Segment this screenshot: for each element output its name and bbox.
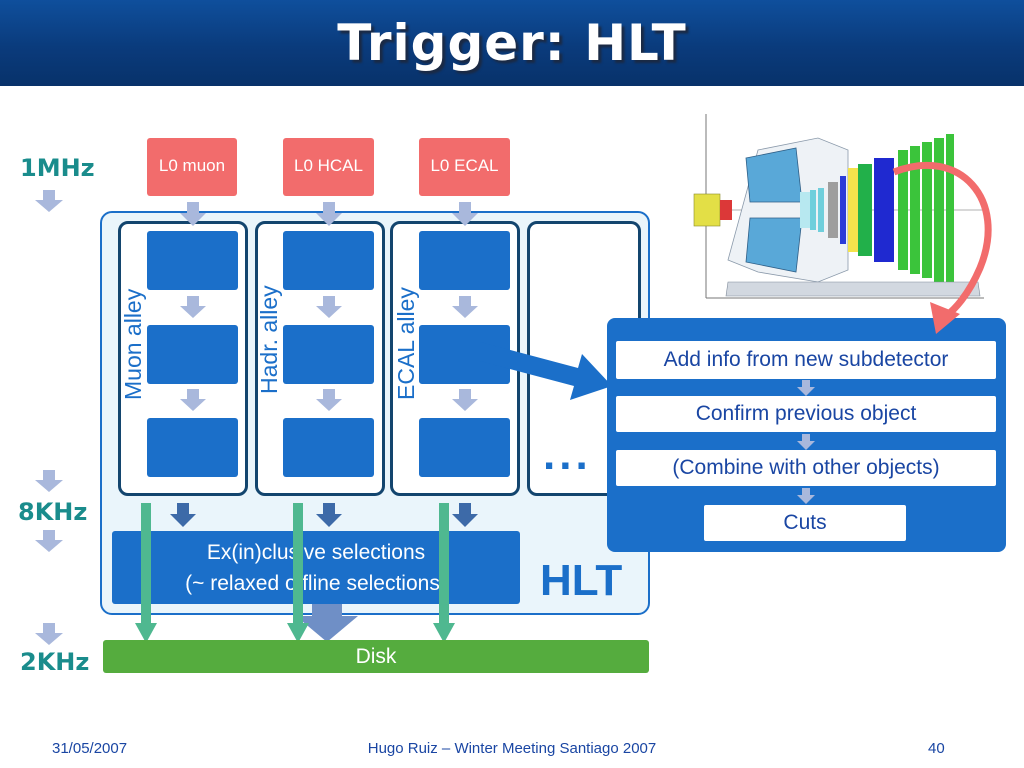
muon-alley-label: Muon alley <box>120 288 146 400</box>
l0-muon-box: L0 muon <box>147 138 237 196</box>
arrow-down-icon <box>316 389 342 411</box>
stream-arrow-hadron <box>287 503 309 643</box>
arrow-down-icon <box>180 296 206 318</box>
stream-arrow-muon <box>135 503 157 643</box>
footer-page-number: 40 <box>928 740 945 757</box>
arrow-down-icon <box>452 389 478 411</box>
ecal-step-1 <box>419 231 510 290</box>
info-step-combine: (Combine with other objects) <box>616 450 996 486</box>
footer-date: 31/05/2007 <box>52 740 128 757</box>
arrow-down-icon <box>316 503 342 527</box>
arrow-right-icon <box>480 342 612 400</box>
muon-step-2 <box>147 325 238 384</box>
arrow-down-icon <box>170 503 196 527</box>
l0-ecal-box: L0 ECAL <box>419 138 510 196</box>
curved-arrow-icon <box>892 161 992 334</box>
arrow-down-icon <box>316 202 342 226</box>
info-step-add-info: Add info from new subdetector <box>616 341 996 379</box>
disk-bar: Disk <box>103 640 649 673</box>
arrow-down-icon <box>35 623 63 645</box>
info-step-cuts: Cuts <box>704 505 906 541</box>
rate-label-2khz: 2KHz <box>20 648 90 676</box>
arrow-down-icon <box>180 202 206 226</box>
arrow-down-icon <box>35 190 63 212</box>
title-bar <box>0 0 1024 86</box>
lhcb-detector-drawing <box>688 110 988 306</box>
arrow-down-icon <box>797 434 815 450</box>
rate-label-8khz: 8KHz <box>18 498 88 526</box>
muon-step-3 <box>147 418 238 477</box>
more-alleys-ellipsis: ... <box>543 430 592 479</box>
ecal-alley-label: ECAL alley <box>393 287 419 400</box>
arrow-down-icon <box>452 296 478 318</box>
arrow-down-icon <box>35 530 63 552</box>
hadron-step-3 <box>283 418 374 477</box>
inclusive-selections-box: Ex(in)clusive selections (~ relaxed offl… <box>112 531 520 604</box>
arrow-down-icon <box>797 488 815 504</box>
arrow-down-icon <box>797 380 815 396</box>
hadron-step-1 <box>283 231 374 290</box>
stream-arrow-ecal <box>433 503 455 643</box>
arrow-down-icon <box>180 389 206 411</box>
info-step-confirm: Confirm previous object <box>616 396 996 432</box>
selections-line-1: Ex(in)clusive selections <box>206 541 426 564</box>
hadron-step-2 <box>283 325 374 384</box>
arrow-down-icon <box>452 202 478 226</box>
footer-author: Hugo Ruiz – Winter Meeting Santiago 2007 <box>367 740 657 757</box>
selections-line-2: (~ relaxed offline selections) <box>185 572 447 595</box>
rate-label-1mhz: 1MHz <box>20 154 95 182</box>
arrow-down-icon <box>316 296 342 318</box>
slide-title: Trigger: HLT <box>337 14 687 72</box>
arrow-down-icon <box>296 604 358 642</box>
hlt-label: HLT <box>540 556 623 605</box>
l0-hcal-box: L0 HCAL <box>283 138 374 196</box>
arrow-down-icon <box>35 470 63 492</box>
ecal-step-3 <box>419 418 510 477</box>
muon-step-1 <box>147 231 238 290</box>
hadron-alley-label: Hadr. alley <box>256 285 282 394</box>
arrow-down-icon <box>452 503 478 527</box>
